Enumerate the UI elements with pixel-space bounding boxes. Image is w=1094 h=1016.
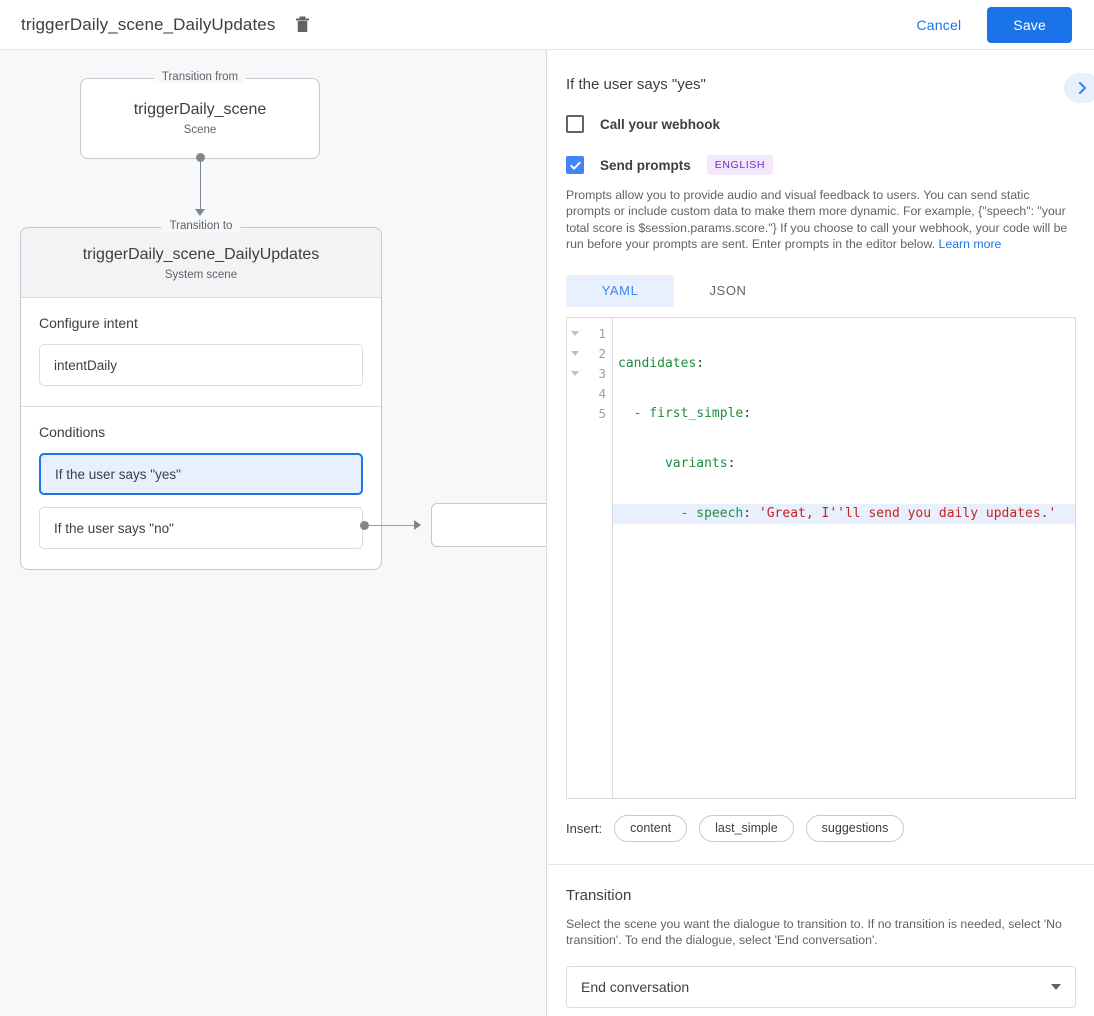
code-punct: : xyxy=(696,355,705,371)
transition-select-value: End conversation xyxy=(581,979,690,996)
editor-content[interactable]: candidates: - first_simple: variants: - … xyxy=(613,318,1075,798)
code-line: - speech: 'Great, I''ll send you daily u… xyxy=(613,503,1075,524)
line-number: 4 xyxy=(598,386,606,402)
insert-chip-content[interactable]: content xyxy=(614,814,688,842)
transition-title: Transition xyxy=(566,886,632,904)
page-title: triggerDaily_scene_DailyUpdates xyxy=(21,14,276,34)
delete-icon[interactable] xyxy=(289,12,315,38)
top-bar: triggerDaily_scene_DailyUpdates Cancel S… xyxy=(0,0,1094,50)
cancel-button[interactable]: Cancel xyxy=(905,9,974,41)
gutter-line[interactable]: 1 xyxy=(567,324,612,344)
gutter-line[interactable]: 3 xyxy=(567,364,612,384)
language-badge: ENGLISH xyxy=(706,155,774,175)
insert-chip-suggestions[interactable]: suggestions xyxy=(805,814,905,842)
node-from-legend: Transition from xyxy=(153,71,247,83)
insert-row: Insert: content last_simple suggestions xyxy=(566,814,1076,842)
gutter-line[interactable]: 4 xyxy=(567,384,612,404)
fold-triangle-icon[interactable] xyxy=(571,371,579,377)
code-key: variants xyxy=(618,455,728,471)
node-to-subtitle: System scene xyxy=(164,269,238,281)
line-number: 5 xyxy=(598,406,606,422)
webhook-checkbox[interactable] xyxy=(566,115,584,133)
insert-label: Insert: xyxy=(566,820,603,836)
node-from-subtitle: Scene xyxy=(183,124,217,136)
intent-field[interactable]: intentDaily xyxy=(39,344,363,386)
send-prompts-checkbox[interactable] xyxy=(566,156,584,174)
node-to-legend: Transition to xyxy=(161,220,241,232)
connector-dot xyxy=(196,153,205,162)
editor-gutter: 1 2 3 4 5 xyxy=(567,317,613,798)
code-line: variants: xyxy=(613,454,1075,474)
code-key: candidates xyxy=(618,355,697,371)
condition-edge-arrow-icon xyxy=(414,520,421,530)
line-number: 2 xyxy=(598,346,606,362)
condition-edge-dot xyxy=(360,521,369,530)
fold-triangle-icon[interactable] xyxy=(571,331,579,337)
code-line xyxy=(613,554,1075,574)
configure-intent-label: Configure intent xyxy=(39,315,138,331)
code-punct: : xyxy=(727,455,736,471)
code-punct: : xyxy=(743,505,759,521)
transition-select[interactable]: End conversation xyxy=(566,966,1076,1009)
code-key: - speech xyxy=(618,505,744,521)
send-prompts-row[interactable]: Send prompts ENGLISH xyxy=(566,155,1076,175)
conditions-label: Conditions xyxy=(39,424,106,440)
node-to-header: triggerDaily_scene_DailyUpdates System s… xyxy=(21,228,381,297)
connector-line xyxy=(199,158,201,211)
send-prompts-label: Send prompts xyxy=(600,157,691,173)
graph-canvas[interactable]: Transition from triggerDaily_scene Scene… xyxy=(0,50,547,1016)
condition-card-yes[interactable]: If the user says "yes" xyxy=(39,453,363,495)
webhook-label: Call your webhook xyxy=(600,116,721,132)
code-key: - first_simple xyxy=(618,405,744,421)
node-transition-to[interactable]: Transition to triggerDaily_scene_DailyUp… xyxy=(20,220,382,570)
gutter-line[interactable]: 5 xyxy=(567,404,612,424)
node-target-placeholder[interactable] xyxy=(431,503,546,547)
code-punct: : xyxy=(743,405,752,421)
panel-title: If the user says "yes" xyxy=(566,76,706,93)
condition-card-no[interactable]: If the user says "no" xyxy=(39,507,363,549)
node-from-title: triggerDaily_scene xyxy=(133,101,267,118)
transition-section: Transition Select the scene you want the… xyxy=(548,887,1094,1009)
format-tabs: YAML JSON xyxy=(566,274,1076,307)
connector-arrow-icon xyxy=(195,209,205,216)
fold-triangle-icon[interactable] xyxy=(571,351,579,357)
prompts-description-text: Prompts allow you to provide audio and v… xyxy=(566,188,1068,252)
webhook-row[interactable]: Call your webhook xyxy=(566,115,1076,133)
transition-description: Select the scene you want the dialogue t… xyxy=(566,916,1062,948)
chevron-right-icon[interactable] xyxy=(1064,73,1094,103)
gutter-line[interactable]: 2 xyxy=(567,344,612,364)
node-to-title: triggerDaily_scene_DailyUpdates xyxy=(82,246,320,263)
tab-yaml[interactable]: YAML xyxy=(566,274,674,307)
tab-json[interactable]: JSON xyxy=(709,283,747,299)
code-line: - first_simple: xyxy=(613,404,1075,424)
prompts-description: Prompts allow you to provide audio and v… xyxy=(566,187,1076,253)
code-line: candidates: xyxy=(613,354,1075,374)
code-string: 'Great, I''ll send you daily updates.' xyxy=(758,505,1057,521)
condition-edge-line xyxy=(368,524,416,526)
node-transition-from[interactable]: Transition from triggerDaily_scene Scene xyxy=(80,71,320,159)
learn-more-link[interactable]: Learn more xyxy=(938,237,1002,252)
line-number: 1 xyxy=(598,326,606,342)
chevron-down-icon xyxy=(1051,984,1061,991)
panel-body: Call your webhook Send prompts ENGLISH P… xyxy=(548,115,1094,842)
line-number: 3 xyxy=(598,366,606,382)
configure-intent-section: Configure intent intentDaily xyxy=(21,297,381,406)
conditions-section: Conditions If the user says "yes" If the… xyxy=(21,406,381,569)
save-button[interactable]: Save xyxy=(987,6,1072,43)
detail-panel: If the user says "yes" Call your webhook… xyxy=(548,50,1094,1016)
insert-chip-last-simple[interactable]: last_simple xyxy=(699,814,794,842)
code-editor[interactable]: 1 2 3 4 5 candidates: - first_simple: va… xyxy=(566,316,1076,799)
panel-divider xyxy=(548,863,1094,865)
